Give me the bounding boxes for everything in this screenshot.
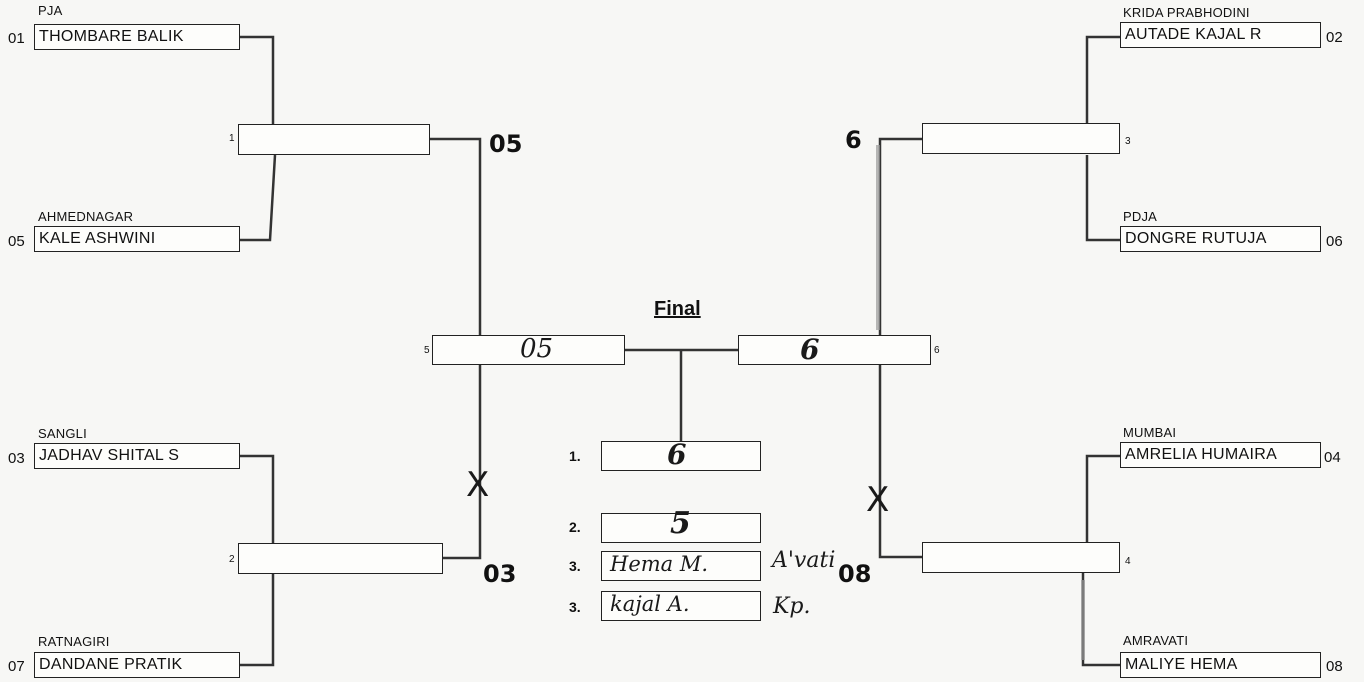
player-box: DONGRE RUTUJA — [1120, 226, 1321, 252]
handwritten-entry: Hema M. — [610, 552, 709, 576]
match-number: 6 — [934, 345, 940, 356]
match-box — [238, 124, 430, 155]
placement-box — [601, 591, 761, 621]
match-winner-mark: 6 — [845, 126, 862, 154]
club-label: AHMEDNAGAR — [38, 209, 134, 224]
match-number: 1 — [229, 133, 235, 144]
match-winner-mark: 05 — [489, 130, 523, 158]
connector-line — [878, 137, 922, 335]
connector-line — [443, 365, 482, 560]
connector-line — [240, 154, 277, 242]
connector-line — [1085, 35, 1120, 125]
connector-line — [240, 35, 275, 125]
connector-line — [1085, 155, 1120, 242]
loss-mark: X — [466, 465, 490, 505]
club-label: PJA — [38, 3, 63, 18]
match-number: 4 — [1125, 556, 1131, 567]
seed-number: 05 — [8, 233, 25, 250]
semifinal-box-right — [738, 335, 931, 365]
handwritten-note: Kp. — [773, 594, 811, 619]
loss-mark: X — [866, 480, 890, 520]
placement-rank: 1. — [569, 448, 581, 464]
placement-box — [601, 441, 761, 471]
placement-box — [601, 513, 761, 543]
match-box — [922, 542, 1120, 573]
handwritten-entry: kajal A. — [610, 592, 690, 616]
club-label: PDJA — [1123, 209, 1158, 224]
connector-line — [240, 454, 275, 543]
seed-number: 01 — [8, 30, 25, 47]
player-box: DANDANE PRATIK — [34, 652, 240, 678]
connector-line — [240, 573, 275, 667]
connector-line — [1081, 573, 1120, 667]
handwritten-note: A'vati — [772, 548, 836, 573]
player-box: AUTADE KAJAL R — [1120, 22, 1321, 48]
seed-number: 04 — [1324, 449, 1341, 466]
player-box: THOMBARE BALIK — [34, 24, 240, 50]
seed-number: 03 — [8, 450, 25, 467]
match-number: 2 — [229, 554, 235, 565]
seed-number: 02 — [1326, 29, 1343, 46]
club-label: MUMBAI — [1123, 425, 1177, 440]
connector-line — [878, 365, 922, 559]
player-box: JADHAV SHITAL S — [34, 443, 240, 469]
seed-number: 06 — [1326, 233, 1343, 250]
player-box: MALIYE HEMA — [1120, 652, 1321, 678]
player-box: AMRELIA HUMAIRA — [1120, 442, 1321, 468]
match-winner-mark: 03 — [483, 560, 517, 588]
club-label: SANGLI — [38, 426, 87, 441]
seed-number: 07 — [8, 658, 25, 675]
match-number: 5 — [424, 345, 430, 356]
match-box — [238, 543, 443, 574]
handwritten-entry: 5 — [670, 506, 691, 541]
handwritten-entry: 6 — [800, 333, 820, 366]
placement-rank: 3. — [569, 558, 581, 574]
match-box — [922, 123, 1120, 154]
handwritten-entry: 6 — [667, 438, 687, 471]
club-label: AMRAVATI — [1123, 633, 1189, 648]
player-box: KALE ASHWINI — [34, 226, 240, 252]
club-label: KRIDA PRABHODINI — [1123, 5, 1250, 20]
final-title: Final — [654, 298, 701, 320]
placement-rank: 2. — [569, 519, 581, 535]
club-label: RATNAGIRI — [38, 634, 110, 649]
seed-number: 08 — [1326, 658, 1343, 675]
match-winner-mark: 08 — [838, 560, 872, 588]
connector-line — [430, 137, 482, 335]
placement-box — [601, 551, 761, 581]
match-number: 3 — [1125, 136, 1131, 147]
semifinal-box-left — [432, 335, 625, 365]
connector-line — [1085, 454, 1120, 543]
handwritten-entry: 05 — [520, 334, 554, 364]
placement-rank: 3. — [569, 599, 581, 615]
